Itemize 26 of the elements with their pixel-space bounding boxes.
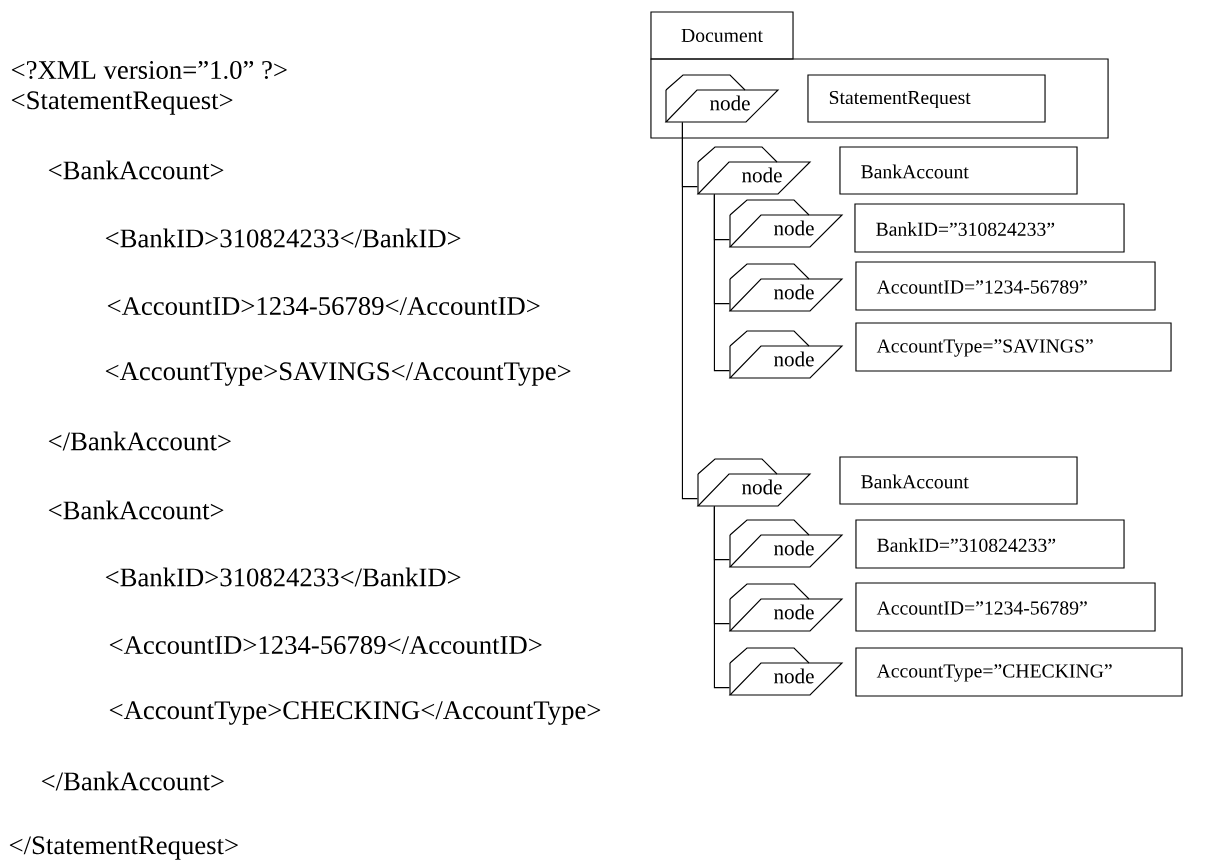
element-box: BankID=”310824233” bbox=[855, 519, 1125, 569]
xml-line: <BankID>310824233</BankID> bbox=[105, 567, 461, 587]
element-box: StatementRequest bbox=[807, 74, 1046, 123]
element-box: AccountID=”1234-56789” bbox=[855, 582, 1156, 632]
xml-line: </BankAccount> bbox=[41, 771, 224, 791]
xml-line: <AccountType>SAVINGS</AccountType> bbox=[105, 362, 571, 386]
xml-line: </BankAccount> bbox=[48, 431, 231, 451]
xml-line: <BankAccount> bbox=[48, 500, 224, 520]
xml-line: <?XML version=”1.0” ?> bbox=[11, 60, 287, 80]
element-box: BankID=”310824233” bbox=[854, 203, 1125, 253]
xml-line: <StatementRequest> bbox=[11, 91, 233, 115]
xml-line: <AccountID>1234-56789</AccountID> bbox=[109, 636, 542, 654]
tree-connector bbox=[713, 194, 730, 372]
node-label: Document bbox=[681, 28, 763, 43]
xml-line: <BankAccount> bbox=[48, 160, 224, 180]
xml-line: <AccountType>CHECKING</AccountType> bbox=[109, 701, 601, 725]
element-box: AccountID=”1234-56789” bbox=[855, 261, 1156, 311]
xml-line: </StatementRequest> bbox=[9, 836, 238, 860]
element-box: BankAccount bbox=[839, 146, 1078, 195]
element-box: AccountType=”CHECKING” bbox=[855, 647, 1183, 697]
xml-line: <AccountID>1234-56789</AccountID> bbox=[107, 297, 540, 315]
xml-line: <BankID>310824233</BankID> bbox=[105, 228, 461, 248]
element-box: BankAccount bbox=[839, 456, 1078, 505]
tree-connector bbox=[681, 122, 698, 500]
tree-connector bbox=[713, 506, 730, 689]
element-box: AccountType=”SAVINGS” bbox=[855, 322, 1172, 372]
